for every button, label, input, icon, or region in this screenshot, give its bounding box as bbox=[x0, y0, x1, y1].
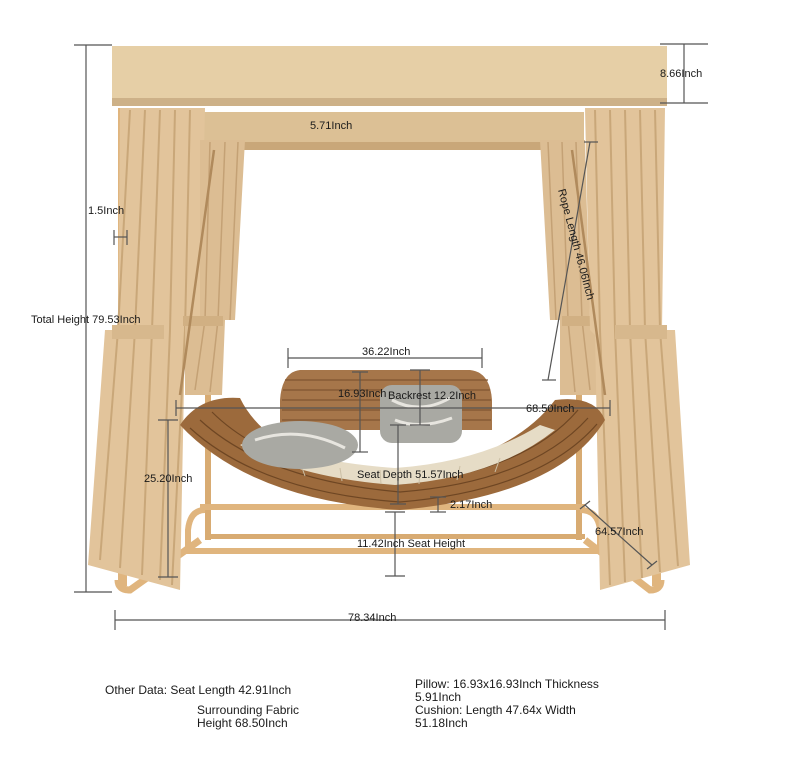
canopy bbox=[112, 46, 667, 150]
swing-stand-left bbox=[185, 507, 206, 550]
cushion-thickness-label: 2.17Inch bbox=[450, 499, 492, 511]
canopy-height-label: 8.66Inch bbox=[660, 68, 702, 80]
right-rope bbox=[570, 149, 607, 396]
canopy-top-shadow bbox=[112, 98, 667, 106]
swing-seat bbox=[180, 370, 605, 510]
backrest-height-label: Backrest 12.2Inch bbox=[388, 390, 476, 402]
right-curtain-tie bbox=[615, 325, 667, 339]
total-width-label: 78.34Inch bbox=[348, 612, 396, 624]
left-rear-curtain-tie bbox=[183, 316, 223, 326]
right-rear-curtain bbox=[540, 140, 600, 395]
side-height-label: 25.20Inch bbox=[144, 473, 192, 485]
note-other-data: Other Data: Seat Length 42.91Inch bbox=[105, 683, 292, 697]
left-curtain-tie bbox=[112, 325, 164, 339]
curtains bbox=[88, 108, 690, 590]
canopy-top bbox=[112, 46, 667, 106]
right-rear-curtain-tie bbox=[562, 316, 602, 326]
note-pillow: Pillow: 16.93x16.93Inch Thickness 5.91In… bbox=[415, 678, 599, 704]
note-pillow-line2: 5.91Inch bbox=[415, 690, 462, 704]
swing-width-label: 68.50Inch bbox=[526, 403, 574, 415]
right-pillow bbox=[380, 385, 462, 443]
pillow-size-label: 16.93Inch bbox=[338, 388, 386, 400]
right-base-runner bbox=[582, 537, 665, 594]
swing-ropes bbox=[178, 149, 607, 396]
right-front-curtain bbox=[585, 108, 690, 590]
left-front-curtain bbox=[88, 108, 205, 590]
seat-depth-label: Seat Depth 51.57Inch bbox=[357, 469, 463, 481]
note-fabric-line2: Height 68.50Inch bbox=[197, 716, 288, 730]
note-cushion-line1: Cushion: Length 47.64x Width bbox=[415, 703, 576, 717]
note-fabric-line1: Surrounding Fabric bbox=[197, 703, 300, 717]
note-cushion: Cushion: Length 47.64x Width 51.18Inch bbox=[415, 704, 576, 730]
post-label: 1.5Inch bbox=[88, 205, 124, 217]
backrest-width-label: 36.22Inch bbox=[362, 346, 410, 358]
total-height-label: Total Height 79.53Inch bbox=[31, 314, 140, 326]
left-rope bbox=[178, 149, 216, 396]
note-fabric-height: Surrounding Fabric Height 68.50Inch bbox=[197, 704, 299, 730]
note-pillow-line1: Pillow: 16.93x16.93Inch Thickness bbox=[415, 677, 599, 691]
left-rear-curtain bbox=[185, 140, 245, 395]
dimension-lines bbox=[74, 43, 708, 630]
left-base-runner bbox=[114, 537, 203, 594]
seat-height-label: 11.42Inch Seat Height bbox=[357, 538, 465, 550]
left-pillow-pattern bbox=[254, 432, 346, 450]
seat-cushion bbox=[240, 425, 555, 485]
left-pillow bbox=[242, 421, 358, 469]
base-depth-label: 64.57Inch bbox=[595, 526, 643, 538]
canopy-inner-shade bbox=[202, 142, 584, 150]
cushion-tufting bbox=[299, 457, 501, 485]
note-cushion-line2: 51.18Inch bbox=[415, 716, 468, 730]
top-beam-label: 5.71Inch bbox=[310, 120, 352, 132]
